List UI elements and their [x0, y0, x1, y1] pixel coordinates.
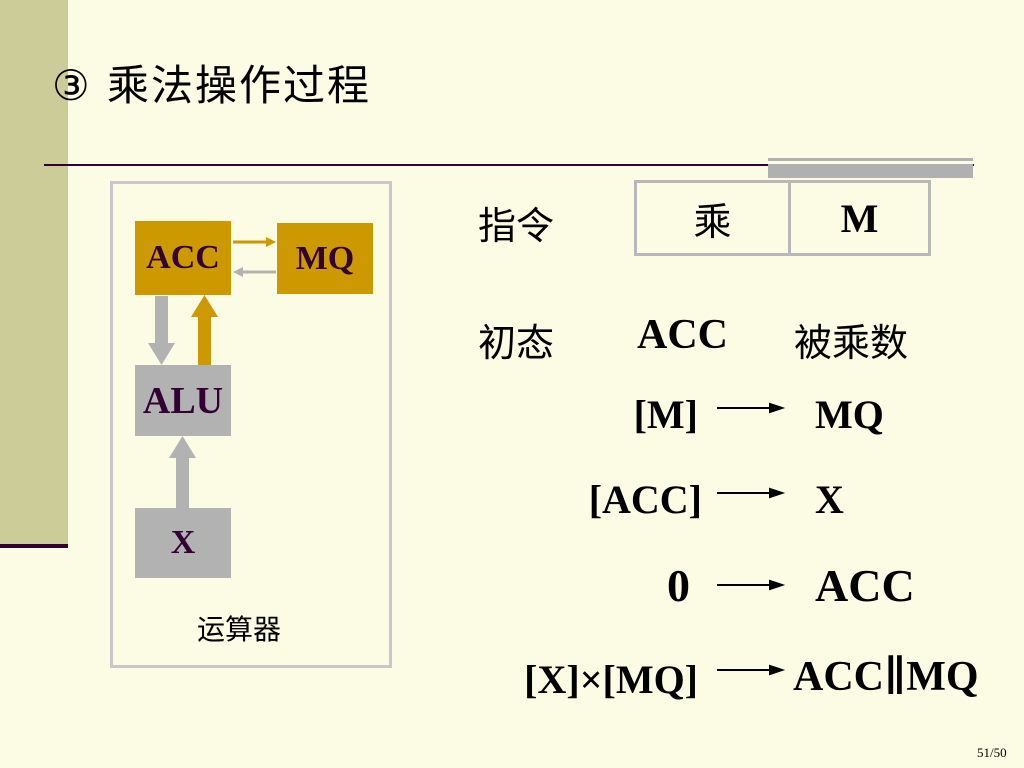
left-decor-bar [0, 0, 68, 548]
step2-dest: X [815, 477, 844, 522]
arithmetic-unit-label: 运算器 [197, 613, 282, 646]
step2-arrowhead [769, 487, 786, 499]
acc-to-mq-arrowhead [266, 237, 276, 247]
initial-state-label: 初态 [478, 321, 555, 365]
step3-dest: ACC [815, 560, 915, 611]
step4-dest: ACC∥MQ [793, 654, 979, 700]
slide-title: ③ 乘法操作过程 [52, 61, 372, 110]
title-underline [44, 164, 974, 166]
step1-arrowhead [769, 402, 786, 414]
alu-to-acc-arrowhead [191, 295, 218, 317]
step3-source: 0 [667, 560, 690, 611]
acc-to-alu-arrow [155, 296, 168, 344]
instruction-opcode: 乘 [637, 183, 791, 253]
x-register: X [135, 508, 231, 578]
instruction-address: M [840, 195, 879, 241]
step3-arrowhead [769, 579, 786, 591]
acc-to-alu-arrowhead [148, 343, 175, 365]
initial-state-value: 被乘数 [794, 321, 909, 365]
step1-source: [M] [633, 392, 698, 437]
mq-to-acc-arrowhead [233, 267, 243, 277]
acc-register: ACC [135, 221, 231, 295]
step4-arrowhead [769, 664, 786, 676]
title-accent-bar [768, 158, 973, 178]
x-to-alu-arrow [176, 457, 189, 508]
step2-source: [ACC] [588, 477, 702, 522]
initial-state-register: ACC [637, 312, 728, 358]
instruction-label: 指令 [478, 204, 555, 248]
left-decor-rule [0, 544, 68, 548]
page-number: 51/50 [977, 745, 1007, 760]
arithmetic-unit-panel [110, 181, 392, 668]
instruction-format: 乘 M [634, 180, 931, 256]
alu-block: ALU [135, 365, 231, 436]
alu-to-acc-arrow [198, 316, 211, 365]
mq-register: MQ [277, 223, 373, 294]
step1-dest: MQ [815, 392, 884, 437]
x-to-alu-arrowhead [169, 436, 196, 458]
step4-source: [X]×[MQ] [524, 657, 698, 702]
